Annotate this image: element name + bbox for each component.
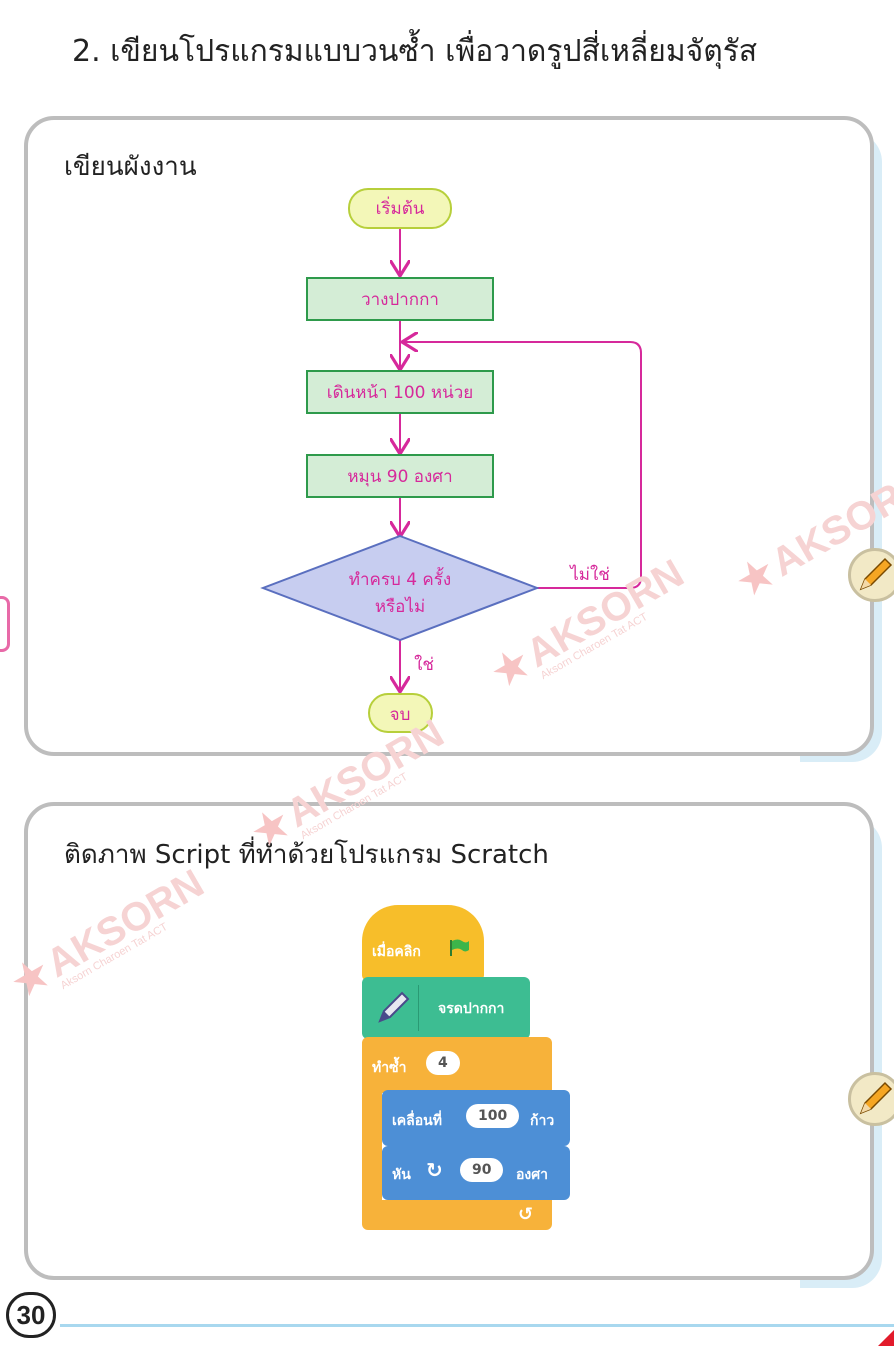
when-flag-clicked-block: เมื่อคลิก [362,905,484,981]
no-branch-label: ไม่ใช่ [568,564,610,585]
when-clicked-label: เมื่อคลิก [372,944,421,960]
repeat-label: ทำซ้ำ [372,1060,407,1076]
green-flag-icon [448,939,469,956]
edge-marker [0,596,10,652]
rotate-right-icon: ↻ [426,1158,443,1182]
pen-icon [374,989,412,1027]
pencil-icon [848,1072,894,1126]
turn-block: หัน ↻ 90 องศา [382,1146,570,1200]
repeat-block: ทำซ้ำ 4 [362,1037,552,1093]
flowchart-panel: เขียนผังงาน [24,116,874,756]
step1-label: วางปากกา [361,290,439,310]
end-terminal [368,693,433,733]
pencil-icon [848,548,894,602]
decision-label-line2: หรือไม่ [375,596,425,617]
decision-label-line1: ทำครบ 4 ครั้ง [349,567,451,590]
pen-down-label: จรดปากกา [438,1001,505,1017]
move-unit-label: ก้าว [530,1113,555,1129]
turn-degrees-input[interactable]: 90 [460,1158,504,1182]
yes-branch-label: ใช่ [414,654,434,675]
scratch-panel-title: ติดภาพ Script ที่ทำด้วยโปรแกรม Scratch [64,840,549,870]
process-box-turn [306,454,494,498]
end-label: จบ [390,705,411,725]
start-label: เริ่มต้น [376,196,425,219]
process-box-move [306,370,494,414]
step3-label: หมุน 90 องศา [347,467,452,487]
process-box-pen-down [306,277,494,321]
loop-arrow-icon: ↺ [518,1204,534,1225]
repeat-count-input[interactable]: 4 [426,1051,460,1075]
flowchart-panel-title: เขียนผังงาน [64,152,197,182]
turn-unit-label: องศา [516,1167,548,1183]
repeat-block-footer: ↺ [362,1200,552,1230]
start-terminal [348,188,452,229]
page-heading: 2. เขียนโปรแกรมแบบวนซ้ำ เพื่อวาดรูปสี่เห… [72,34,758,69]
step2-label: เดินหน้า 100 หน่วย [327,383,473,403]
move-block: เคลื่อนที่ 100 ก้าว [382,1090,570,1146]
repeat-block-arm [362,1093,382,1205]
decision-diamond [260,534,540,642]
move-label: เคลื่อนที่ [392,1113,442,1129]
pen-down-block: จรดปากกา [362,977,530,1039]
move-steps-input[interactable]: 100 [466,1104,520,1128]
page-number: 30 [6,1292,56,1338]
corner-mark [878,1330,894,1346]
turn-label: หัน [392,1167,411,1183]
arrow-decision-no-loop [404,342,642,589]
footer-line [60,1324,894,1327]
